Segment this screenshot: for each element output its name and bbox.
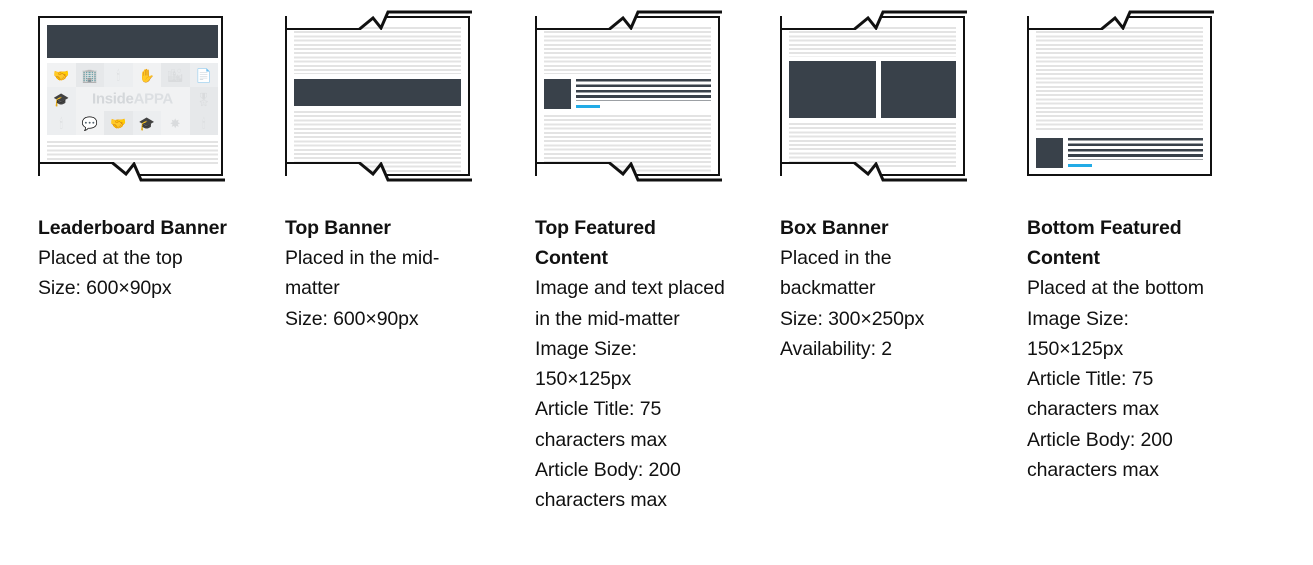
logo-wordmark: InsideAPPA bbox=[47, 91, 218, 108]
placement-detail-1: Image Size: 150×125px bbox=[535, 337, 637, 391]
thumbnail-top-banner bbox=[285, 0, 472, 188]
graduation-cap-icon: 🎓 bbox=[47, 87, 76, 111]
mock-body-text-upper bbox=[1036, 27, 1203, 131]
placement-title: Top Banner bbox=[285, 217, 391, 239]
badge-icon: 🎖 bbox=[189, 87, 218, 111]
placement-detail-0: Placed at the top bbox=[38, 247, 183, 270]
mock-featured-image bbox=[1036, 138, 1063, 168]
placement-label-bottom-featured-content: Bottom Featured Content Placed at the bo… bbox=[1027, 213, 1227, 485]
graduation-cap-icon-2: 🎓 bbox=[132, 111, 161, 135]
placement-card-box-banner: Box Banner Placed in the backmatter Size… bbox=[780, 0, 980, 360]
mock-featured-lines bbox=[1068, 138, 1203, 160]
mock-body-text-upper bbox=[544, 27, 711, 74]
placement-card-top-banner: Top Banner Placed in the mid-matter Size… bbox=[285, 0, 485, 330]
buildings-icon: 🏢 bbox=[75, 63, 104, 87]
logo-word-inside: Inside bbox=[92, 90, 134, 108]
page-mock bbox=[285, 4, 472, 188]
placement-detail-2: Availability: 2 bbox=[780, 337, 892, 360]
mock-featured-content-slot bbox=[1036, 138, 1203, 168]
placement-detail-2: Article Title: 75 characters max bbox=[535, 398, 667, 451]
placement-detail-1: Size: 300×250px bbox=[780, 307, 925, 330]
mock-leaderboard-banner-slot bbox=[47, 25, 218, 58]
placement-detail-3: Article Body: 200 characters max bbox=[535, 458, 681, 511]
hand-icon: ✋ bbox=[138, 67, 155, 83]
page-mock-content bbox=[1029, 18, 1210, 174]
chat-icon: 💬 bbox=[81, 115, 98, 131]
mock-featured-link bbox=[576, 105, 600, 108]
placement-card-bottom-featured-content: Bottom Featured Content Placed at the bo… bbox=[1027, 0, 1227, 481]
placement-label-top-banner: Top Banner Placed in the mid-matter Size… bbox=[285, 213, 481, 334]
placement-title: Top Featured Content bbox=[535, 217, 656, 270]
mock-box-banner-slots bbox=[789, 61, 956, 118]
page-mock-content: 🤝 🏢 🕯 ✋ 🏙 📄 🎓 🎖 🕯 bbox=[40, 18, 221, 174]
placement-detail-2: Article Title: 75 characters max bbox=[1027, 368, 1159, 421]
placement-card-top-featured-content: Top Featured Content Image and text plac… bbox=[535, 0, 735, 511]
placement-detail-1: Image Size: 150×125px bbox=[1027, 307, 1129, 360]
document-icon: 📄 bbox=[189, 63, 218, 87]
mock-box-banner-slot-2 bbox=[881, 61, 956, 118]
mock-featured-image bbox=[544, 79, 571, 109]
thumbnail-top-featured-content bbox=[535, 0, 722, 188]
mock-body-text-lower bbox=[544, 115, 711, 174]
mock-body-text-lower bbox=[47, 141, 218, 166]
mock-featured-content-slot bbox=[544, 79, 711, 109]
city-icon: 🏙 bbox=[161, 63, 190, 87]
mock-featured-text bbox=[576, 79, 711, 109]
page-mock-content bbox=[287, 18, 468, 174]
mock-hero-image: 🤝 🏢 🕯 ✋ 🏙 📄 🎓 🎖 🕯 bbox=[47, 63, 218, 135]
torch-icon-2: 🕯 bbox=[47, 111, 76, 135]
placement-label-leaderboard-banner: Leaderboard Banner Placed at the top Siz… bbox=[38, 213, 234, 304]
page-mock-content bbox=[537, 18, 718, 174]
torch-icon: 🕯 bbox=[104, 63, 133, 87]
placement-detail-0: Placed in the mid-matter bbox=[285, 247, 440, 300]
hero-icon-grid: 🤝 🏢 🕯 ✋ 🏙 📄 🎓 🎖 🕯 bbox=[47, 63, 218, 135]
placement-detail-3: Article Body: 200 characters max bbox=[1027, 428, 1173, 481]
mock-body-text-lower bbox=[789, 123, 956, 167]
page-mock: 🤝 🏢 🕯 ✋ 🏙 📄 🎓 🎖 🕯 bbox=[38, 16, 225, 188]
handshake-icon: 🤝 bbox=[53, 67, 70, 83]
page-mock bbox=[535, 4, 722, 188]
placement-detail-1: Size: 600×90px bbox=[38, 277, 172, 300]
placement-label-box-banner: Box Banner Placed in the backmatter Size… bbox=[780, 213, 976, 364]
placement-detail-0: Placed in the backmatter bbox=[780, 247, 892, 300]
gear-icon: ✸ bbox=[169, 115, 181, 131]
mock-featured-text bbox=[1068, 138, 1203, 168]
mock-body-text-upper bbox=[789, 27, 956, 57]
mock-body-text-upper bbox=[294, 27, 461, 74]
mock-featured-lines bbox=[576, 79, 711, 101]
torch-icon-3: 🕯 bbox=[189, 111, 218, 135]
placement-title: Bottom Featured Content bbox=[1027, 217, 1182, 270]
handshake-icon-2: 🤝 bbox=[104, 111, 133, 135]
placement-title: Leaderboard Banner bbox=[38, 217, 227, 239]
placement-title: Box Banner bbox=[780, 217, 889, 239]
page-mock bbox=[1027, 4, 1214, 176]
thumbnail-leaderboard-banner: 🤝 🏢 🕯 ✋ 🏙 📄 🎓 🎖 🕯 bbox=[38, 0, 225, 188]
thumbnail-box-banner bbox=[780, 0, 967, 188]
placement-label-top-featured-content: Top Featured Content Image and text plac… bbox=[535, 213, 731, 515]
logo-word-appa: APPA bbox=[133, 90, 174, 108]
mock-top-banner-slot bbox=[294, 79, 461, 106]
mock-featured-link bbox=[1068, 164, 1092, 167]
thumbnail-bottom-featured-content bbox=[1027, 0, 1214, 188]
placement-detail-0: Image and text placed in the mid-matter bbox=[535, 277, 725, 330]
mock-body-text-lower bbox=[294, 111, 461, 174]
placement-detail-1: Size: 600×90px bbox=[285, 307, 419, 330]
placement-detail-0: Placed at the bottom bbox=[1027, 277, 1204, 300]
placement-card-leaderboard-banner: 🤝 🏢 🕯 ✋ 🏙 📄 🎓 🎖 🕯 bbox=[38, 0, 238, 299]
page-mock-content bbox=[782, 18, 963, 174]
page-mock bbox=[780, 4, 967, 188]
mock-box-banner-slot-1 bbox=[789, 61, 877, 118]
